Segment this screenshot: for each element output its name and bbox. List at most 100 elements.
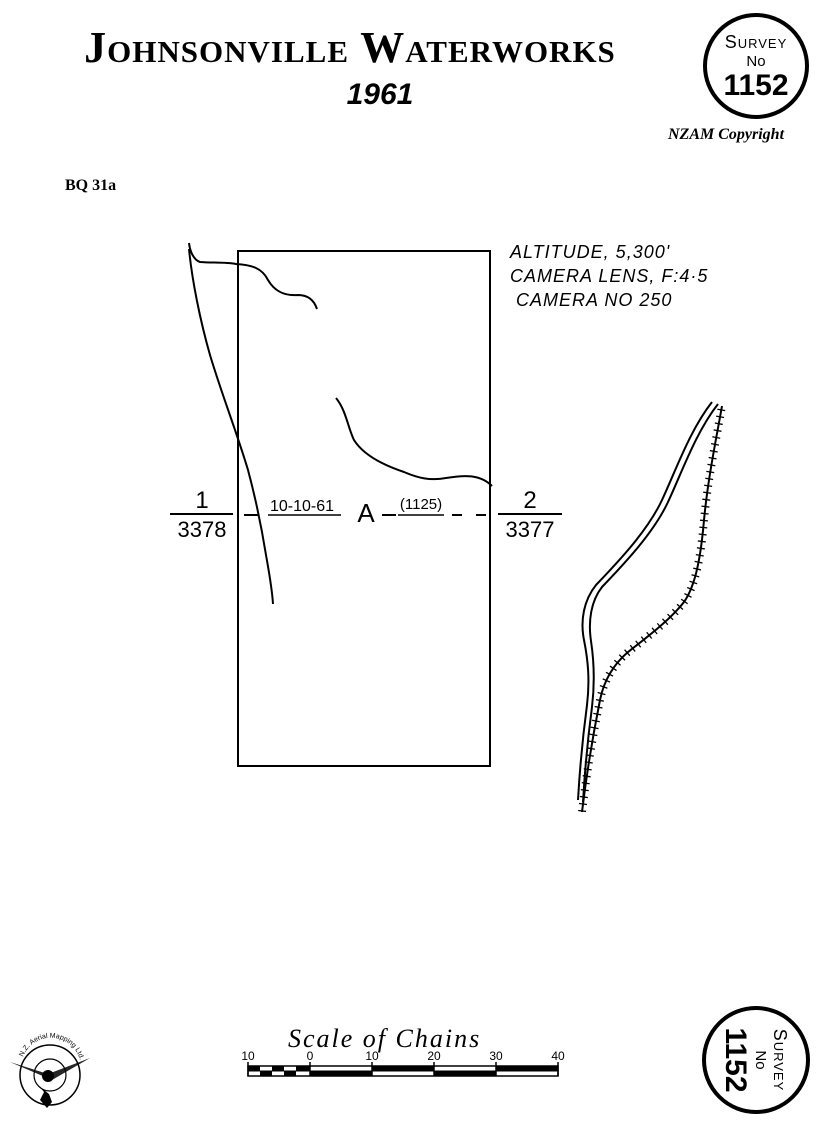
survey-badge-bottom: Survey No 1152 (702, 1006, 810, 1114)
railway-tie (707, 463, 716, 467)
railway-tie (717, 408, 726, 412)
railway-tie (705, 477, 714, 481)
railway-tie (590, 726, 599, 730)
sheet-reference: BQ 31a (65, 177, 117, 194)
scale-bar: 10 0 10 20 30 40 (241, 1049, 565, 1077)
flight-info: Altitude, 5,300' Camera Lens, F:4·5 Came… (510, 240, 708, 312)
railway-tie (686, 586, 695, 592)
railway-tie (712, 436, 721, 439)
scale-segment (284, 1071, 296, 1076)
railway-tie (713, 429, 722, 432)
scale-title: Scale of Chains (288, 1024, 482, 1053)
railway-tie (667, 613, 674, 621)
scale-tick-label: 20 (427, 1049, 441, 1063)
railway-tie (693, 567, 702, 571)
railway-tie (613, 659, 621, 666)
railway-tie (585, 754, 594, 757)
scale-segment (434, 1071, 496, 1076)
flight-run-letter: A (357, 498, 375, 528)
scale-tick-label: 0 (307, 1049, 314, 1063)
railway-tie (640, 636, 647, 644)
scale-tick-label: 30 (489, 1049, 503, 1063)
railway-tie (593, 712, 602, 716)
railway-tie (588, 740, 597, 743)
logo-nz-map-icon (38, 1085, 52, 1108)
railway-tie (699, 519, 708, 522)
company-logo: N.Z. Aerial Mapping Ltd. (10, 1033, 90, 1108)
survey-badge-bottom-number: 1152 (719, 1027, 752, 1092)
railway-tie (591, 719, 600, 723)
left-frame-number: 3378 (178, 517, 227, 542)
railway-tie (635, 640, 642, 648)
copyright-notice: NZAM Copyright (668, 126, 785, 143)
map-title: Johnsonville Waterworks (84, 23, 616, 72)
railway-tie (583, 768, 592, 771)
railway-tie (646, 631, 653, 639)
railway-tie (656, 622, 664, 630)
railway-tie (629, 644, 636, 652)
scale-segment (310, 1071, 372, 1076)
right-frame-number: 3377 (506, 517, 555, 542)
scale-segment (372, 1066, 434, 1071)
road-edge-left (577, 401, 713, 801)
railway-tie (696, 547, 705, 550)
map-year: 1961 (346, 78, 414, 111)
railway-tie (605, 671, 614, 677)
railway-tie (680, 598, 689, 605)
survey-badge-top-number: 1152 (723, 69, 788, 102)
camera-lens-label: Camera Lens, F:4·5 (510, 266, 709, 286)
railway-tie (710, 443, 720, 446)
flight-date: 10-10-61 (270, 498, 334, 515)
right-photo-number: 2 (523, 487, 536, 514)
stream-line-1 (188, 242, 318, 310)
railway-tie (578, 809, 587, 813)
railway-tie (706, 470, 715, 474)
railway-tie (701, 505, 710, 508)
railway-tie (676, 603, 684, 610)
railway-tie (594, 705, 603, 709)
scale-tick-label: 40 (551, 1049, 565, 1063)
railway-tie (714, 422, 723, 426)
railway-tie (582, 775, 591, 778)
altitude-label: Altitude, 5,300' (510, 242, 671, 262)
survey-badge-bottom-label: Survey (770, 1029, 790, 1092)
railway-tie (708, 456, 717, 460)
railway-tie (624, 649, 631, 657)
railway-tie (700, 512, 709, 515)
railway-tie (695, 553, 704, 557)
railway-tie (581, 781, 590, 785)
flight-run-number: (1125) (400, 496, 442, 513)
railway-tie (704, 484, 713, 488)
left-photo-number: 1 (195, 487, 208, 514)
railway-tie (609, 665, 617, 672)
railway-tie (698, 533, 707, 536)
railway-tie (662, 618, 669, 626)
railway-tie (703, 491, 712, 494)
railway-tie (697, 540, 706, 543)
railway-tie (651, 627, 658, 635)
railway-tie (702, 498, 711, 501)
railway-tie (618, 654, 626, 661)
survey-badge-top: Survey No 1152 (703, 13, 809, 119)
scale-segment (248, 1066, 260, 1071)
railway-tie (716, 415, 725, 419)
railway-tie (671, 608, 679, 616)
survey-badge-top-no: No (746, 53, 765, 70)
scale-segment (272, 1066, 284, 1071)
railway-tie (699, 526, 708, 529)
scale-segment (296, 1066, 310, 1071)
road-edge-right (582, 403, 719, 803)
scale-tick-label: 10 (241, 1049, 255, 1063)
scale-segment (260, 1071, 272, 1076)
railway-tie (684, 592, 692, 598)
scale-segment (496, 1066, 558, 1071)
survey-badge-bottom-no: No (752, 1050, 769, 1069)
railway-tie (597, 691, 606, 696)
camera-number-label: Camera No 250 (516, 290, 673, 310)
railway-tie (589, 733, 598, 737)
railway-tie (602, 678, 611, 683)
photo-frame (237, 250, 491, 767)
railway-tie (586, 747, 596, 750)
survey-badge-top-label: Survey (725, 32, 788, 52)
